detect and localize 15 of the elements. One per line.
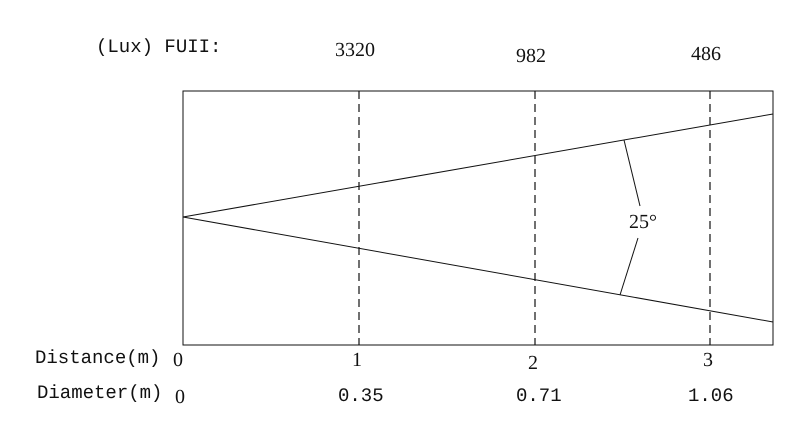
value-label: 486 bbox=[691, 44, 721, 64]
value-label: 0 bbox=[175, 387, 185, 407]
angle-label: 25° bbox=[629, 212, 657, 232]
unit-label: (Lux) FUII: bbox=[96, 38, 222, 57]
tick-label: 0 bbox=[173, 350, 183, 370]
value-label: 0.71 bbox=[516, 387, 562, 406]
value-label: 0.35 bbox=[338, 387, 384, 406]
axis-label: Diameter(m) bbox=[37, 384, 162, 403]
value-label: 3320 bbox=[335, 40, 375, 60]
tick-label: 2 bbox=[528, 353, 538, 373]
value-label: 1.06 bbox=[688, 387, 734, 406]
tick-label: 3 bbox=[703, 350, 713, 370]
axis-label: Distance(m) bbox=[35, 349, 160, 368]
value-label: 982 bbox=[516, 46, 546, 66]
tick-label: 1 bbox=[352, 350, 362, 370]
